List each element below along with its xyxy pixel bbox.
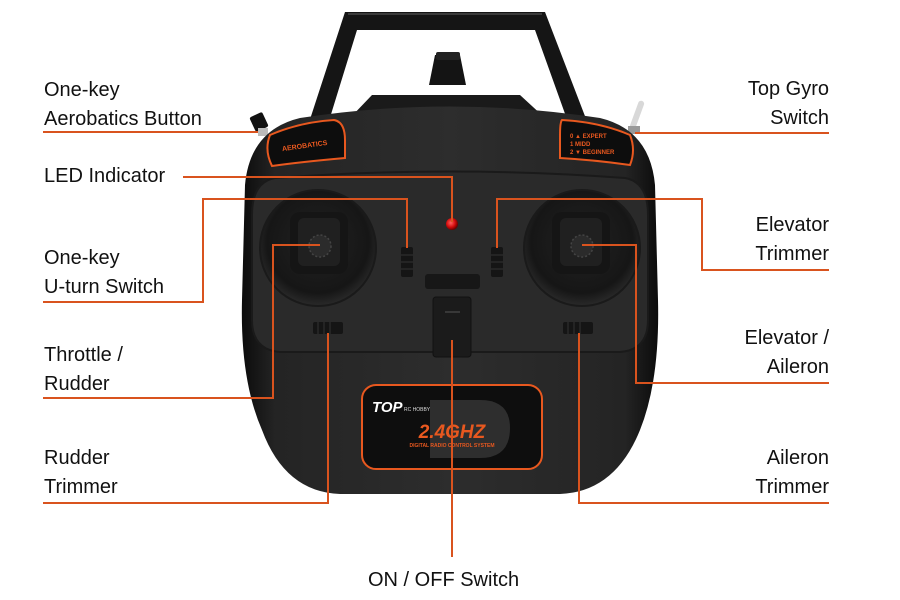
leader-elevator-trim <box>496 198 829 271</box>
label-line: U-turn Switch <box>44 276 165 298</box>
brand-sub: RC HOBBY <box>404 407 431 413</box>
label-on-off-switch: ON / OFF Switch <box>368 566 519 595</box>
label-line: Aileron <box>766 447 829 469</box>
center-switch[interactable] <box>425 274 480 289</box>
label-aileron-trimmer: Aileron Trimmer <box>755 444 829 502</box>
label-line: Top Gyro <box>747 78 829 100</box>
label-led-indicator: LED Indicator <box>44 162 165 191</box>
gyro-plate-line-0: 0 ▲ EXPERT <box>570 134 607 140</box>
uturn-switch[interactable] <box>401 247 413 277</box>
leader-elevator-aileron <box>582 244 829 384</box>
gyro-mode-plate: 0 ▲ EXPERT 1 MIDD 2 ▼ BEGINNER <box>559 118 634 167</box>
leader-uturn <box>43 198 408 303</box>
label-elevator-trimmer: Elevator Trimmer <box>755 211 829 269</box>
label-line: Elevator / <box>744 327 829 349</box>
carry-handle <box>300 12 598 150</box>
gyro-plate-line-2: 2 ▼ BEGINNER <box>570 150 615 156</box>
label-line: Trimmer <box>755 476 829 498</box>
label-line: One-key <box>44 79 120 101</box>
label-line: Throttle / <box>44 344 123 366</box>
elevator-trimmer[interactable] <box>491 247 503 277</box>
left-stick-gimbal[interactable] <box>259 189 377 307</box>
label-line: Rudder <box>44 447 110 469</box>
label-line: LED Indicator <box>44 165 166 187</box>
aerobatics-plate: AEROBATICS <box>266 118 346 168</box>
label-line: Trimmer <box>44 476 118 498</box>
top-gyro-switch[interactable] <box>628 100 645 134</box>
brand-logo: TOP <box>372 399 404 416</box>
label-elevator-aileron: Elevator / Aileron <box>745 324 829 382</box>
leader-aileron-trim <box>578 333 829 504</box>
leader-throttle <box>43 244 320 399</box>
rudder-trimmer[interactable] <box>313 322 343 334</box>
label-line: Trimmer <box>755 243 829 265</box>
label-line: ON / OFF Switch <box>368 569 520 591</box>
label-line: One-key <box>44 247 120 269</box>
antenna <box>429 52 466 85</box>
leader-rudder-trim <box>43 333 329 504</box>
label-uturn-switch: One-key U-turn Switch <box>44 244 164 302</box>
aileron-trimmer[interactable] <box>563 322 593 334</box>
label-throttle-rudder: Throttle / Rudder <box>44 341 123 399</box>
label-line: Aileron <box>766 356 829 378</box>
label-line: Switch <box>770 107 829 129</box>
label-aerobatics-button: One-key Aerobatics Button <box>44 76 202 134</box>
gyro-plate-line-1: 1 MIDD <box>570 142 591 148</box>
right-stick-gimbal[interactable] <box>523 189 641 307</box>
led-indicator <box>446 218 458 230</box>
label-top-gyro-switch: Top Gyro Switch <box>748 75 829 133</box>
label-rudder-trimmer: Rudder Trimmer <box>44 444 118 502</box>
aerobatics-button[interactable] <box>249 112 269 136</box>
label-line: Elevator <box>755 214 829 236</box>
label-line: Aerobatics Button <box>44 108 202 130</box>
label-line: Rudder <box>44 373 110 395</box>
leader-led <box>183 176 453 222</box>
